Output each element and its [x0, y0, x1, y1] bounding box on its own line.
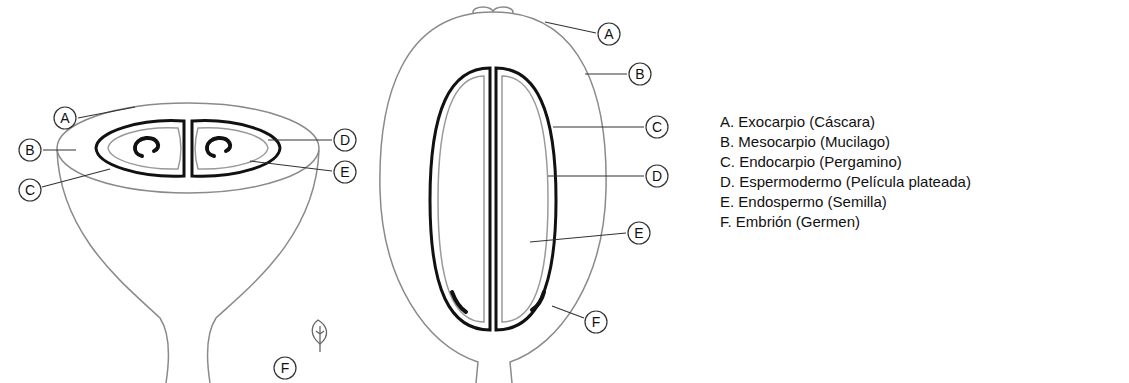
callout-letter: E: [333, 160, 357, 179]
circle-shape: [54, 107, 76, 129]
leader-line: [78, 107, 135, 118]
circle-shape: [274, 357, 296, 379]
embryo: [135, 138, 158, 156]
exocarp-outline: [380, 12, 493, 383]
circle-shape: [334, 129, 356, 151]
embryo-detail: [312, 320, 326, 352]
beans-longitudinal: [430, 68, 556, 330]
circle-shape: [19, 179, 41, 201]
embryo: [452, 292, 466, 312]
legend-text: D. Espermodermo (Película plateada): [720, 173, 971, 191]
callout-letter: F: [584, 310, 608, 329]
endocarp-outline: [192, 121, 280, 177]
legend-text: F. Embrión (Germen): [720, 213, 860, 231]
callout-circle: E: [627, 221, 651, 245]
embryo-vein: [316, 326, 324, 352]
callout-circle: C: [645, 115, 669, 139]
circle-shape: [334, 161, 356, 183]
leader-line: [553, 126, 644, 127]
callout-circle: B: [628, 62, 652, 86]
spermoderm-outline: [438, 76, 484, 322]
spermoderm-outline: [502, 76, 548, 322]
circle-shape: [646, 165, 668, 187]
legend-text: B. Mesocarpio (Mucilago): [720, 133, 890, 151]
endocarp-outline: [96, 121, 184, 177]
leader-line: [43, 149, 76, 150]
leader-line: [42, 169, 110, 187]
exocarp-outline: [493, 12, 606, 383]
circle-shape: [628, 222, 650, 244]
callout-circle: D: [333, 128, 357, 152]
cross-section: [57, 103, 319, 383]
callout-letter: B: [628, 62, 652, 81]
exocarp-outline: [57, 103, 319, 193]
leader-line: [585, 73, 627, 74]
endocarp-outline: [496, 68, 556, 330]
circle-shape: [19, 139, 41, 161]
callout-circle: F: [584, 310, 608, 334]
callout-letter: C: [18, 178, 42, 197]
endocarp-outline: [430, 68, 490, 330]
circle-shape: [598, 23, 620, 45]
callout-circle: B: [18, 138, 42, 162]
leader-line: [530, 233, 626, 242]
leader-line: [545, 22, 596, 33]
spermoderm-outline: [108, 128, 181, 169]
callout-letter: F: [273, 356, 297, 375]
leader-lines: [42, 22, 644, 318]
longitudinal-section: [380, 7, 606, 383]
spermoderm-outline: [195, 128, 268, 169]
callout-circle: A: [597, 22, 621, 46]
embryo: [207, 138, 230, 156]
callout-letter: E: [627, 221, 651, 240]
callout-circle: E: [333, 160, 357, 184]
leader-line: [548, 175, 644, 176]
leader-line: [250, 161, 332, 171]
beans-cross-section: [96, 121, 280, 177]
callout-circle: D: [645, 164, 669, 188]
leader-line: [268, 139, 332, 140]
callout-circle: F: [273, 356, 297, 380]
legend-text: E. Endospermo (Semilla): [720, 193, 887, 211]
callout-letter: B: [18, 138, 42, 157]
circle-shape: [585, 311, 607, 333]
callout-circle: C: [18, 178, 42, 202]
legend-text: A. Exocarpio (Cáscara): [720, 113, 875, 131]
callout-letter: D: [645, 164, 669, 183]
callout-letter: D: [333, 128, 357, 147]
callout-letter: A: [597, 22, 621, 41]
callout-circle: A: [53, 106, 77, 130]
circle-shape: [646, 116, 668, 138]
leader-line: [552, 306, 584, 318]
embryo: [532, 292, 544, 310]
callout-letter: C: [645, 115, 669, 134]
callout-letter: A: [53, 106, 77, 125]
legend-text: C. Endocarpio (Pergamino): [720, 153, 902, 171]
circle-shape: [629, 63, 651, 85]
